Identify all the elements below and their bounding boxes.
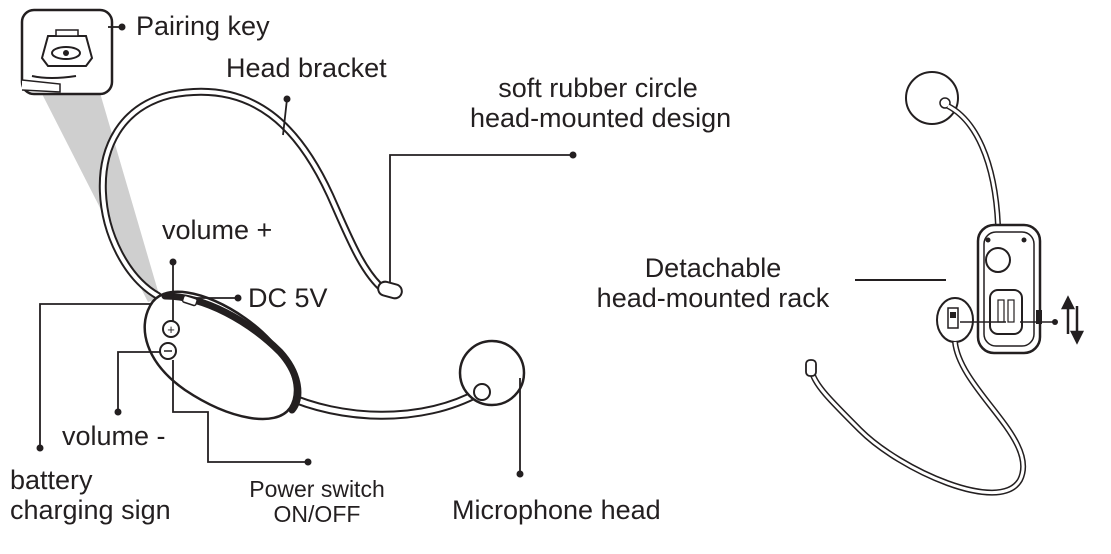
label-power-switch-line2: ON/OFF — [273, 501, 361, 528]
label-microphone-head: Microphone head — [452, 495, 661, 525]
label-volume-minus: volume - — [62, 421, 166, 451]
label-soft-rubber-circle: soft rubber circle head-mounted design — [470, 73, 732, 133]
transmitter-body: + — [143, 290, 302, 421]
label-battery-line1: battery — [10, 465, 93, 495]
label-power-switch: Power switch ON/OFF — [232, 476, 402, 528]
svg-text:+: + — [167, 322, 175, 337]
label-pairing-key: Pairing key — [136, 11, 270, 41]
label-battery-charging-sign: battery charging sign — [10, 465, 171, 525]
leader-dots — [36, 23, 577, 478]
rack-body — [976, 223, 1042, 355]
label-soft-rubber-line2: head-mounted design — [470, 102, 732, 133]
label-power-switch-line1: Power switch — [249, 476, 385, 502]
rack-top-pad — [905, 71, 959, 125]
pairing-key-inset — [20, 8, 114, 96]
label-battery-line2: charging sign — [10, 494, 171, 525]
leader-lines — [39, 26, 573, 472]
rack-upper-arm — [946, 103, 1001, 226]
soft-rubber-tip — [377, 280, 403, 300]
label-soft-rubber-line1: soft rubber circle — [498, 73, 698, 103]
label-detachable-line1: Detachable — [644, 253, 782, 283]
label-dc-5v: DC 5V — [248, 283, 328, 313]
label-volume-plus: volume + — [162, 215, 273, 245]
label-detachable-rack: Detachable head-mounted rack — [578, 253, 848, 313]
attach-detach-arrows-icon — [1060, 295, 1085, 345]
label-head-bracket: Head bracket — [226, 53, 387, 83]
label-detachable-line2: head-mounted rack — [596, 282, 830, 313]
microphone-head-shape — [458, 339, 526, 407]
